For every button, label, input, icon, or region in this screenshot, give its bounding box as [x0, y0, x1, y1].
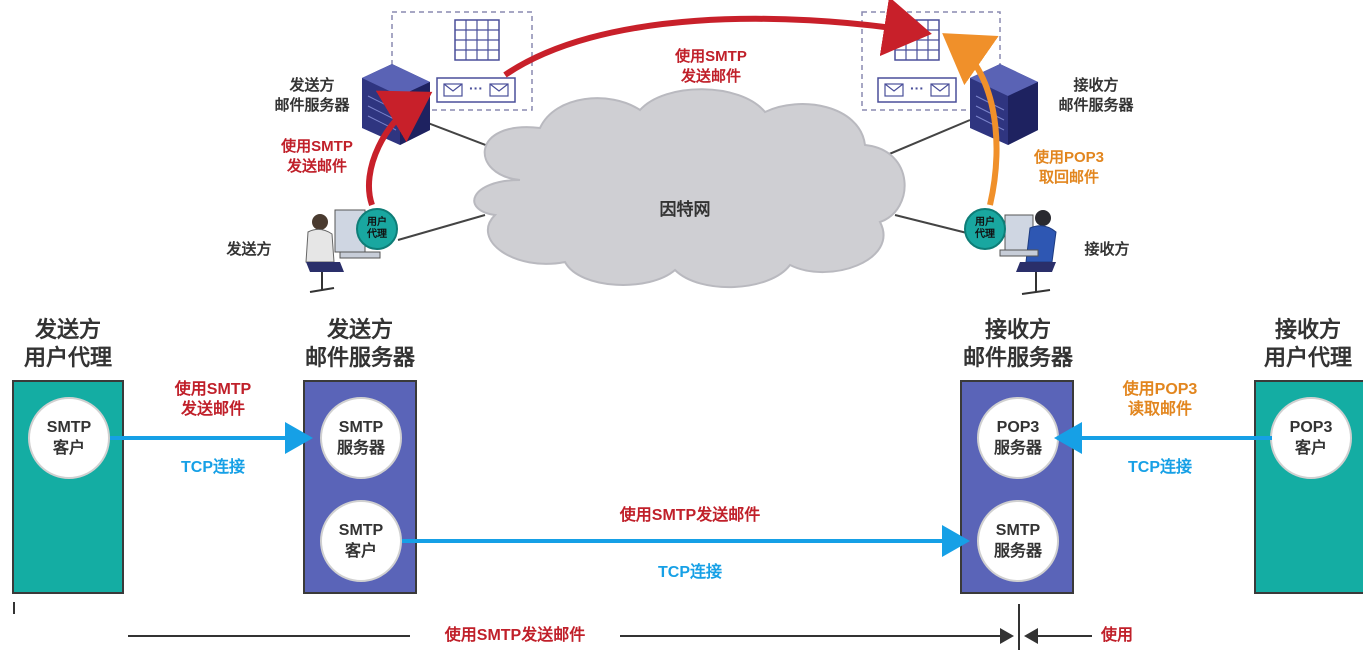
span-left-label: 使用SMTP发送邮件	[410, 626, 620, 646]
top-pop3-label: 使用POP3 取回邮件	[1033, 149, 1105, 186]
link1-label: 使用SMTP 发送邮件	[174, 381, 252, 418]
top-sender-server-label: 发送方 邮件服务器	[274, 77, 350, 114]
link2-label: 使用SMTP发送邮件	[619, 507, 761, 524]
link-line-sender	[397, 214, 486, 241]
smtp-server-receiver: SMTP 服务器	[977, 500, 1059, 582]
network-illustration	[305, 0, 1057, 295]
pop3-client-receiver-agent: POP3 客户	[1270, 397, 1352, 479]
link-line-receiver	[894, 214, 976, 236]
receiver-envelope-queue-icon	[877, 77, 957, 103]
internet-label: 因特网	[659, 200, 711, 219]
receiver-mailbox-frame	[861, 11, 1001, 111]
link-line-receiver-server	[874, 119, 971, 161]
span-right-label: 使用	[1092, 626, 1142, 646]
link2-tcp-label: TCP连接	[657, 564, 722, 581]
receiver-person-icon	[999, 210, 1057, 295]
sender-user-agent-badge: 用户 代理	[356, 208, 398, 250]
receiver-fetch-arrow	[942, 33, 1000, 206]
top-smtp-left-label: 使用SMTP 发送邮件	[281, 138, 353, 175]
receiver-agent-title: 接收方 用户代理	[1263, 317, 1352, 370]
top-smtp-center-label: 使用SMTP 发送邮件	[675, 48, 747, 85]
internet-cloud-icon	[473, 88, 906, 288]
server-transfer-arrow	[503, 0, 932, 78]
top-receiver-server-label: 接收方 邮件服务器	[1058, 77, 1134, 114]
smtp-client-sender-agent: SMTP 客户	[28, 397, 110, 479]
pop3-server-receiver: POP3 服务器	[977, 397, 1059, 479]
sender-agent-title: 发送方 用户代理	[23, 317, 112, 370]
smtp-server-sender: SMTP 服务器	[320, 397, 402, 479]
link3-label: 使用POP3 读取邮件	[1122, 381, 1198, 418]
receiver-server-title: 接收方 邮件服务器	[962, 317, 1073, 370]
link1-tcp-label: TCP连接	[180, 459, 245, 476]
sender-server-title: 发送方 邮件服务器	[304, 317, 415, 370]
sender-envelope-dots: ···	[469, 80, 483, 96]
sender-envelope-queue-icon	[436, 77, 516, 103]
sender-server-icon	[362, 64, 430, 145]
smtp-client-sender-server: SMTP 客户	[320, 500, 402, 582]
top-receiver-label: 接收方	[1084, 241, 1130, 258]
sender-mailbox-grid-icon	[454, 19, 500, 61]
top-sender-label: 发送方	[226, 241, 272, 258]
receiver-user-agent-badge: 用户 代理	[964, 208, 1006, 250]
receiver-envelope-dots: ···	[910, 80, 924, 96]
link3-tcp-label: TCP连接	[1127, 459, 1192, 476]
receiver-mailbox-grid-icon	[894, 19, 940, 61]
sender-upload-arrow	[365, 90, 433, 206]
